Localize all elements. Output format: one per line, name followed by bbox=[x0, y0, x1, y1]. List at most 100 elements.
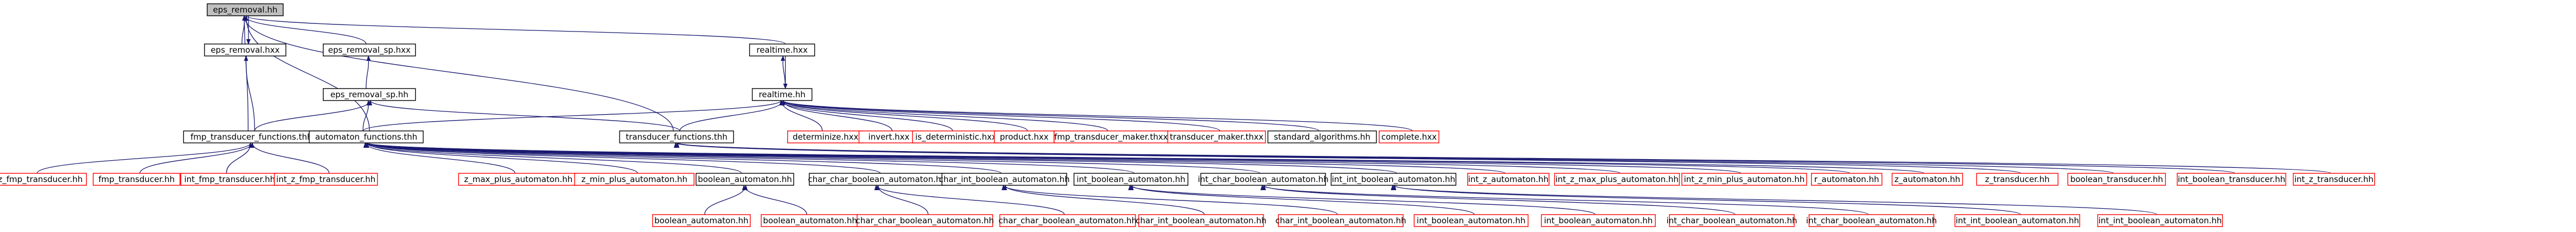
node-complete-hxx: complete.hxx bbox=[1379, 130, 1439, 143]
node-box bbox=[1808, 214, 1935, 227]
edge-z-automaton-hh-to-automaton-functions-thh bbox=[364, 142, 1925, 174]
node-eps-removal-sp-hxx[interactable]: eps_removal_sp.hxx bbox=[323, 43, 416, 57]
edge-fmp-transducer-functions-thh-to-eps-removal-hxx bbox=[244, 55, 256, 131]
edge-eps-removal-sp-hxx-to-eps-removal-hh bbox=[242, 15, 367, 45]
node-label: eps_removal_sp.hxx bbox=[328, 45, 411, 55]
node-int-z-max-plus-automaton-hh: int_z_max_plus_automaton.hh bbox=[1554, 173, 1680, 186]
edge-automaton-functions-thh-to-eps-removal-hh bbox=[244, 15, 370, 131]
node-fmp-transducer-functions-thh[interactable]: fmp_transducer_functions.thh bbox=[183, 130, 320, 143]
edge-fmp-transducer-maker-thxx-to-realtime-hh bbox=[779, 100, 1108, 131]
node-label: int_int_boolean_automaton.hh bbox=[1956, 216, 2080, 226]
node-label: int_int_boolean_automaton.hh bbox=[1332, 174, 1456, 185]
edge-fmp-transducer-hh-to-fmp-transducer-functions-thh bbox=[139, 142, 254, 174]
node-box bbox=[0, 173, 87, 186]
edge-int-boolean-automaton-hh-r1-to-int-boolean-automaton-hh bbox=[1129, 185, 1475, 215]
node-int-int-boolean-automaton-hh-r2: int_int_boolean_automaton.hh bbox=[2097, 214, 2223, 227]
node-z-automaton-hh: z_automaton.hh bbox=[1891, 173, 1963, 186]
node-box bbox=[309, 130, 424, 143]
node-label: int_z_transducer.hh bbox=[2294, 174, 2374, 185]
edge-int-z-transducer-hh-to-transducer-functions-thh bbox=[674, 142, 2331, 174]
node-box bbox=[652, 214, 751, 227]
node-box bbox=[273, 173, 378, 186]
node-box bbox=[1891, 173, 1963, 186]
node-int-char-boolean-automaton-hh-r1: int_char_boolean_automaton.hh bbox=[1666, 214, 1797, 227]
edge-int-int-boolean-automaton-hh-r1-to-int-int-boolean-automaton-hh bbox=[1392, 185, 2021, 215]
edge-int-boolean-automaton-hh-to-automaton-functions-thh bbox=[365, 142, 1135, 174]
node-transducer-functions-thh[interactable]: transducer_functions.thh bbox=[619, 130, 734, 143]
edge-product-hxx-to-realtime-hh bbox=[780, 100, 1028, 131]
node-z-min-plus-automaton-hh: z_min_plus_automaton.hh bbox=[574, 173, 694, 186]
node-box bbox=[1413, 214, 1529, 227]
node-label: z_fmp_transducer.hh bbox=[0, 174, 82, 185]
node-char-int-boolean-automaton-hh-r1: char_int_boolean_automaton.hh bbox=[1136, 214, 1266, 227]
node-box bbox=[1379, 130, 1439, 143]
edges-layer bbox=[36, 15, 2331, 215]
edge-realtime-hxx-to-eps-removal-hh bbox=[244, 15, 786, 45]
node-z-transducer-hh: z_transducer.hh bbox=[1976, 173, 2059, 186]
node-label: int_boolean_automaton.hh bbox=[1076, 174, 1185, 185]
node-label: int_boolean_automaton.hh bbox=[1417, 216, 1525, 226]
node-fmp-transducer-hh: fmp_transducer.hh bbox=[93, 173, 181, 186]
node-automaton-functions-thh[interactable]: automaton_functions.thh bbox=[309, 130, 424, 143]
node-eps-removal-hxx[interactable]: eps_removal.hxx bbox=[204, 43, 286, 57]
node-box bbox=[2097, 214, 2223, 227]
node-realtime-hxx[interactable]: realtime.hxx bbox=[749, 43, 815, 57]
node-box bbox=[207, 3, 284, 16]
edge-z-fmp-transducer-hh-to-fmp-transducer-functions-thh bbox=[36, 142, 253, 174]
node-boolean-transducer-hh: boolean_transducer.hh bbox=[2067, 173, 2166, 186]
node-label: eps_removal.hxx bbox=[211, 45, 279, 55]
node-label: invert.hxx bbox=[868, 132, 909, 142]
edge-standard-algorithms-hh-to-realtime-hh bbox=[779, 100, 1319, 131]
node-label: transducer_maker.thxx bbox=[1170, 132, 1264, 142]
node-transducer-maker-thxx: transducer_maker.thxx bbox=[1167, 130, 1266, 143]
node-label: char_int_boolean_automaton.hh bbox=[1276, 216, 1406, 226]
node-label: boolean_transducer.hh bbox=[2070, 174, 2163, 185]
node-box bbox=[204, 43, 286, 57]
node-box bbox=[323, 88, 416, 101]
node-label: transducer_functions.thh bbox=[626, 132, 728, 142]
node-label: eps_removal_sp.hh bbox=[330, 90, 409, 100]
node-eps-removal-sp-hh[interactable]: eps_removal_sp.hh bbox=[323, 88, 416, 101]
edge-char-char-boolean-automaton-hh-to-automaton-functions-thh bbox=[365, 142, 881, 174]
node-label: int_char_boolean_automaton.hh bbox=[1806, 216, 1937, 226]
node-char-char-boolean-automaton-hh-r1: char_char_boolean_automaton.hh bbox=[856, 214, 994, 227]
node-char-char-boolean-automaton-hh[interactable]: char_char_boolean_automaton.hh bbox=[808, 173, 946, 186]
node-z-fmp-transducer-hh: z_fmp_transducer.hh bbox=[0, 173, 87, 186]
node-int-char-boolean-automaton-hh[interactable]: int_char_boolean_automaton.hh bbox=[1198, 173, 1329, 186]
node-realtime-hh[interactable]: realtime.hh bbox=[751, 88, 813, 101]
edge-char-char-boolean-automaton-hh-r1-to-char-char-boolean-automaton-hh bbox=[875, 185, 929, 215]
node-box bbox=[574, 173, 694, 186]
node-label: int_boolean_automaton.hh bbox=[1544, 216, 1653, 226]
edge-eps-removal-sp-hh-to-eps-removal-sp-hxx bbox=[366, 55, 371, 89]
edge-int-char-boolean-automaton-hh-to-automaton-functions-thh bbox=[364, 142, 1260, 174]
node-product-hxx: product.hxx bbox=[994, 130, 1055, 143]
node-standard-algorithms-hh[interactable]: standard_algorithms.hh bbox=[1267, 130, 1377, 143]
node-int-z-automaton-hh: int_z_automaton.hh bbox=[1467, 173, 1550, 186]
node-char-char-boolean-automaton-hh-r2: char_char_boolean_automaton.hh bbox=[999, 214, 1137, 227]
node-label: int_z_fmp_transducer.hh bbox=[276, 174, 375, 185]
node-int-boolean-automaton-hh[interactable]: int_boolean_automaton.hh bbox=[1073, 173, 1189, 186]
node-label: boolean_automaton.hh bbox=[698, 174, 792, 185]
node-label: z_min_plus_automaton.hh bbox=[581, 174, 687, 185]
node-box bbox=[696, 173, 794, 186]
edge-transducer-functions-thh-to-realtime-hh bbox=[679, 100, 785, 131]
edge-complete-hxx-to-realtime-hh bbox=[781, 100, 1413, 131]
node-box bbox=[1073, 173, 1189, 186]
node-box bbox=[323, 43, 416, 57]
node-char-int-boolean-automaton-hh[interactable]: char_int_boolean_automaton.hh bbox=[939, 173, 1070, 186]
edge-z-min-plus-automaton-hh-to-automaton-functions-thh bbox=[365, 142, 638, 174]
node-eps-removal-hh[interactable]: eps_removal.hh bbox=[207, 3, 284, 16]
node-int-int-boolean-automaton-hh[interactable]: int_int_boolean_automaton.hh bbox=[1330, 173, 1457, 186]
node-box bbox=[2177, 173, 2286, 186]
node-determinize-hxx: determinize.hxx bbox=[787, 130, 864, 143]
edge-is-deterministic-hxx-to-realtime-hh bbox=[779, 100, 953, 131]
edge-boolean-automaton-hh-r2-to-boolean-automaton-hh bbox=[742, 185, 807, 215]
node-boolean-automaton-hh[interactable]: boolean_automaton.hh bbox=[696, 173, 794, 186]
node-box bbox=[1954, 214, 2081, 227]
node-box bbox=[941, 173, 1067, 186]
node-int-int-boolean-automaton-hh-r1: int_int_boolean_automaton.hh bbox=[1954, 214, 2081, 227]
node-label: int_z_automaton.hh bbox=[1468, 174, 1548, 185]
node-label: int_z_max_plus_automaton.hh bbox=[1555, 174, 1679, 185]
node-boolean-automaton-hh-r1: boolean_automaton.hh bbox=[652, 214, 751, 227]
nodes-layer: eps_removal.hh eps_removal.hxx eps_removal… bbox=[0, 3, 2375, 227]
